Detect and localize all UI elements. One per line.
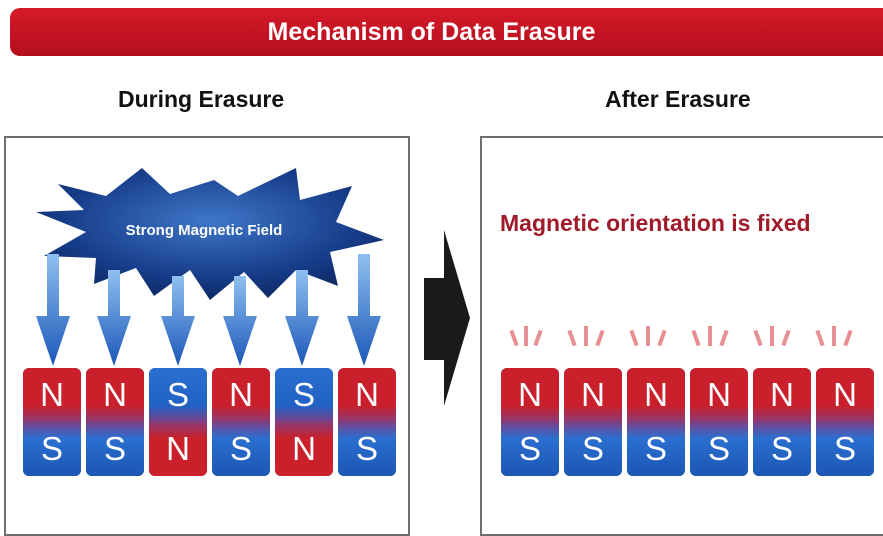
magnet-bottom-pole: S [564, 422, 622, 476]
arrow-down-icon [223, 276, 257, 366]
magnet-top-pole: N [338, 368, 396, 422]
magnet-bottom-pole: S [753, 422, 811, 476]
magnet-bottom-pole: S [816, 422, 874, 476]
magnet-top-pole: N [212, 368, 270, 422]
during-erasure-title: During Erasure [118, 86, 285, 112]
magnet-top-pole: N [753, 368, 811, 422]
magnet-bottom-pole: S [501, 422, 559, 476]
magnet-top-pole: N [86, 368, 144, 422]
arrow-down-icon [36, 254, 70, 366]
magnet-bottom-pole: S [212, 422, 270, 476]
magnetic-orientation-caption: Magnetic orientation is fixed [500, 210, 811, 236]
arrow-down-icon [285, 270, 319, 366]
magnet-bottom-pole: S [23, 422, 81, 476]
magnet-bottom-pole: S [86, 422, 144, 476]
magnet-top-pole: N [501, 368, 559, 422]
arrow-down-icon [161, 276, 195, 366]
magnet-top-pole: N [564, 368, 622, 422]
arrow-down-icon [97, 270, 131, 366]
magnet-bottom-pole: S [627, 422, 685, 476]
magnet-top-pole: N [816, 368, 874, 422]
title-banner: Mechanism of Data Erasure [10, 8, 883, 56]
arrow-down-icon [347, 254, 381, 366]
magnet-top-pole: N [23, 368, 81, 422]
magnetic-field-burst [36, 168, 384, 300]
strong-magnetic-field-label: Strong Magnetic Field [125, 222, 283, 239]
magnet-bottom-pole: N [149, 422, 207, 476]
magnet-top-pole: N [690, 368, 748, 422]
magnet-top-pole: N [627, 368, 685, 422]
magnet-bottom-pole: S [690, 422, 748, 476]
magnet-bottom-pole: S [338, 422, 396, 476]
after-erasure-title: After Erasure [605, 86, 751, 112]
field-arrows [36, 230, 853, 406]
magnet-top-pole: S [275, 368, 333, 422]
banner-title: Mechanism of Data Erasure [267, 17, 596, 46]
magnet-top-pole: S [149, 368, 207, 422]
magnet-bottom-pole: N [275, 422, 333, 476]
transition-arrow-icon [424, 230, 470, 406]
